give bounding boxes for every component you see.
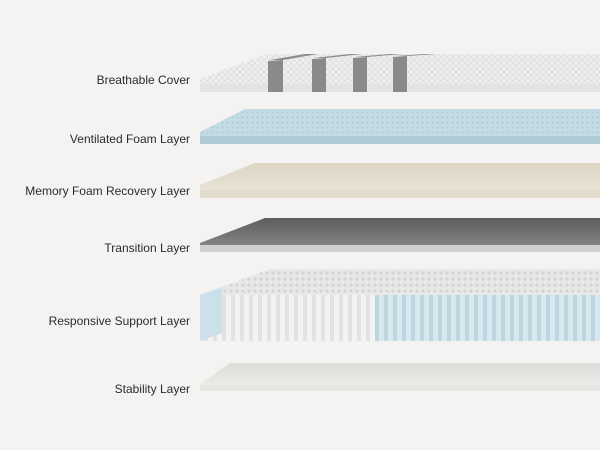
transition-layer — [200, 218, 600, 252]
breathable-cover-layer — [200, 54, 600, 92]
memory-foam-recovery-layer — [200, 163, 600, 198]
layer-label-ventilated-foam: Ventilated Foam Layer — [69, 132, 190, 146]
layer-label-responsive-support: Responsive Support Layer — [48, 314, 190, 328]
ventilated-foam-layer — [200, 109, 600, 144]
responsive-support-layer — [200, 269, 600, 341]
layer-label-memory-foam-recovery: Memory Foam Recovery Layer — [25, 184, 190, 198]
layer-label-transition: Transition Layer — [104, 241, 190, 255]
layer-label-breathable-cover: Breathable Cover — [96, 73, 190, 87]
stability-layer — [200, 363, 600, 391]
layer-label-stability: Stability Layer — [114, 382, 190, 396]
